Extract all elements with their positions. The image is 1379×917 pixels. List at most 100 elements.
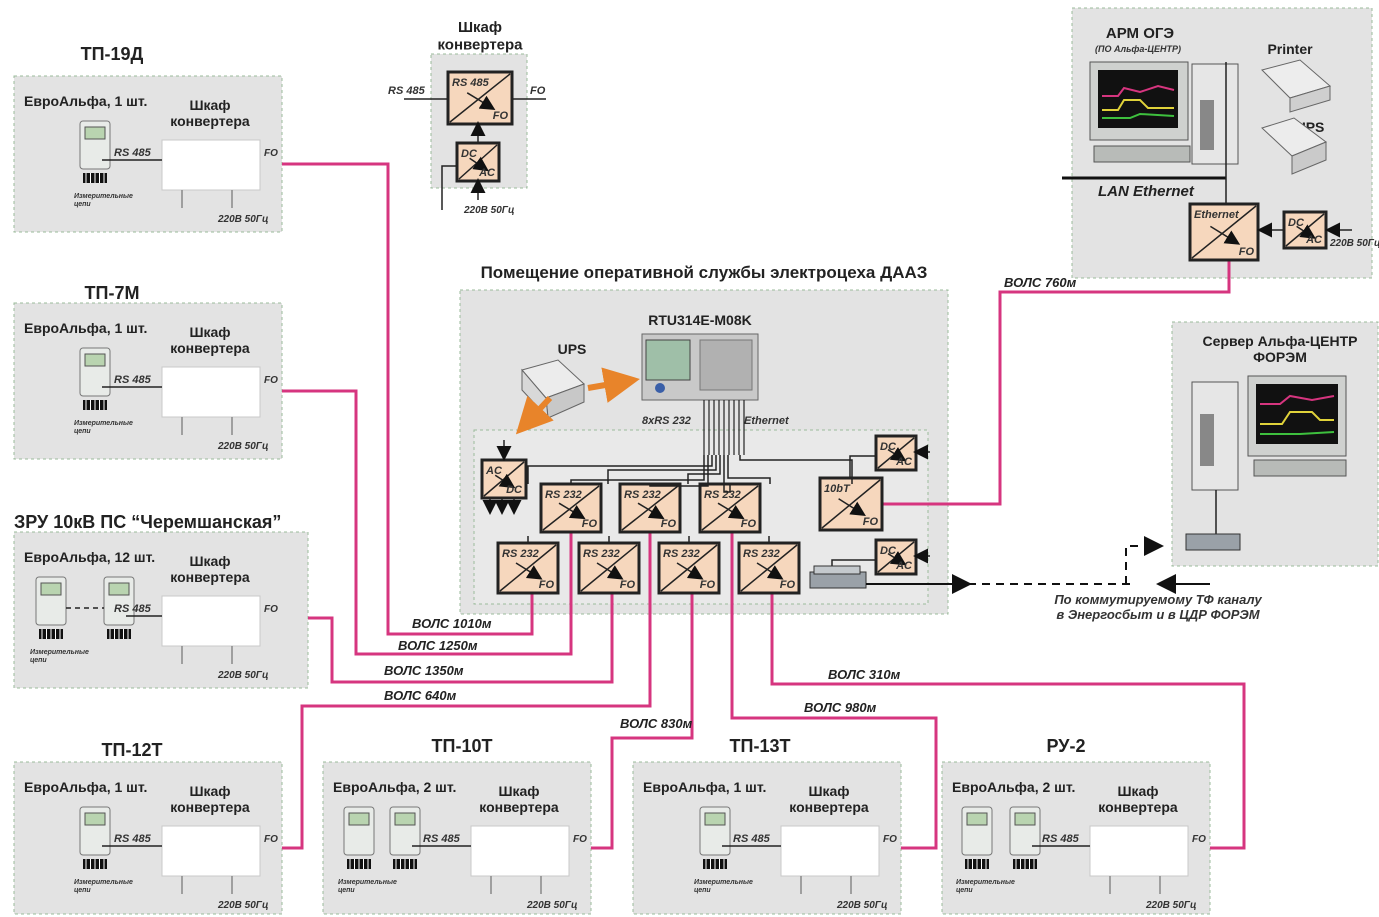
cabinet-label-zru-line: Шкаф: [189, 553, 230, 569]
arm-power-label: 220В 50Гц: [1329, 238, 1379, 249]
room-acdc-converter-arrow: [494, 473, 516, 489]
phone-channel-note-line: в Энергосбыт и в ЦДР ФОРЭМ: [1056, 607, 1260, 622]
rs232-lower-3-arrow: [756, 562, 784, 580]
tenbt-dcac-bottom-label: AC: [895, 456, 913, 468]
rs485-label-tp10t: RS 485: [423, 833, 461, 845]
dcac-to-tenbt: [849, 455, 876, 478]
cabinet-box-tp10t: [470, 825, 570, 877]
legend-converter-rs485-top-label: RS 485: [452, 77, 490, 89]
cabinet-label-tp19d-line: Шкаф: [189, 97, 230, 113]
arm-keyboard: [1093, 145, 1191, 163]
meter-zru-0: [35, 576, 67, 639]
title-ru2: РУ-2: [1047, 736, 1086, 756]
rs232-lower-2-arrow: [676, 562, 704, 580]
rs485-label-tp12t: RS 485: [114, 833, 152, 845]
circuits-ru2-line: Измерительные: [956, 879, 1015, 886]
fiber-link-6: [770, 593, 1246, 850]
title-tp13t: ТП-13Т: [730, 736, 791, 756]
rtu-device: [641, 333, 759, 455]
power-label-tp10t: 220В 50Гц: [526, 900, 577, 911]
cabinet-label-tp10t-line: конвертера: [479, 799, 559, 815]
rtu-wire-x-2: [723, 455, 731, 493]
fiber-label-6: ВОЛС 310м: [828, 667, 901, 682]
tenbt-dcac-arrow: [887, 447, 907, 462]
meters-tp13t: ЕвроАльфа, 1 шт.: [643, 779, 766, 795]
fiber-label-0: ВОЛС 1010м: [412, 616, 492, 631]
room-acdc-converter-bottom-label: DC: [506, 484, 523, 496]
server-trend-green: [1260, 431, 1335, 435]
arm-ethernet-converter-arrow: [1210, 225, 1241, 245]
arm-trend-red: [1102, 84, 1175, 97]
fiber-label-4: ВОЛС 830м: [620, 716, 693, 731]
ups-to-rtu-arrow: [587, 367, 640, 403]
cabinet-label-tp12t-line: Шкаф: [189, 783, 230, 799]
arm-title: АРМ ОГЭ: [1106, 25, 1174, 42]
fiber-link-7: [882, 260, 1231, 506]
cabinet-box-zru: [161, 595, 261, 647]
meter-zru-1: [103, 576, 135, 639]
room-ups-label: UPS: [558, 341, 587, 357]
fiber-label-3: ВОЛС 640м: [384, 688, 457, 703]
legend-ground-wire: [441, 165, 457, 210]
fo-label-ru2: FO: [1192, 834, 1206, 845]
arm-pc-tower: [1191, 63, 1239, 165]
phone-channel-note-line: По коммутируемому ТФ каналу: [1054, 592, 1262, 607]
cabinet-label-tp7m-line: конвертера: [170, 340, 250, 356]
fiber-link-0: [282, 162, 534, 636]
server-title-line: Сервер Альфа-ЦЕНТР: [1203, 333, 1358, 349]
rs232-lower-3-bottom-label: FO: [780, 579, 796, 591]
fiber-link-2: [308, 593, 614, 684]
arm-pc-drives: [1200, 100, 1214, 150]
meter-tp12t-0: [79, 806, 111, 869]
meter-tp12t-0-display: [84, 812, 106, 826]
server-monitor: [1247, 375, 1347, 457]
meters-tp19d: ЕвроАльфа, 1 шт.: [24, 93, 147, 109]
room-modem-top: [813, 565, 861, 575]
legend-power-label: 220В 50Гц: [463, 205, 514, 216]
rs232-upper-0-top-label: RS 232: [545, 489, 582, 501]
arm-monitor: [1089, 61, 1189, 141]
circuits-tp19d-line: цепи: [74, 201, 91, 208]
fiber-link-3: [282, 484, 652, 850]
circuits-tp7m-line: цепи: [74, 428, 91, 435]
rs485-label-ru2: RS 485: [1042, 833, 1080, 845]
fiber-link-5: [730, 484, 938, 850]
zones-layer: [13, 7, 1379, 915]
arm-trend-yellow: [1102, 99, 1174, 111]
tenbt-converter-bottom-label: FO: [863, 516, 879, 528]
room-acdc-converter-top-label: AC: [485, 465, 503, 477]
cabinet-label-tp12t-line: конвертера: [170, 799, 250, 815]
meter-tp7m-0-display: [84, 353, 106, 367]
rs232-upper-2-bottom-label: FO: [741, 518, 757, 530]
meter-tp19d-0-display: [84, 126, 106, 140]
power-label-ru2: 220В 50Гц: [1145, 900, 1196, 911]
rs232-upper-0-bottom-label: FO: [582, 518, 598, 530]
legend-rs-label: RS 485: [388, 85, 426, 97]
rs232-lower-2-top-label: RS 232: [663, 548, 700, 560]
server-title-line: ФОРЭМ: [1253, 349, 1307, 365]
meter-tp10t-1-display: [394, 812, 416, 826]
fo-label-zru: FO: [264, 604, 278, 615]
cabinet-box-tp12t: [161, 825, 261, 877]
rs232-lower-1-bottom-label: FO: [620, 579, 636, 591]
rs232-upper-2-arrow: [717, 502, 745, 520]
cabinet-label-tp10t-line: Шкаф: [498, 783, 539, 799]
cabinet-label-ru2-line: конвертера: [1098, 799, 1178, 815]
rs232-lower-3-top-label: RS 232: [743, 548, 780, 560]
server-trend-red: [1260, 394, 1335, 405]
title-tp12t: ТП-12Т: [102, 740, 163, 760]
rtu-title: RTU314E-M08K: [648, 312, 751, 328]
meters-tp10t: ЕвроАльфа, 2 шт.: [333, 779, 456, 795]
